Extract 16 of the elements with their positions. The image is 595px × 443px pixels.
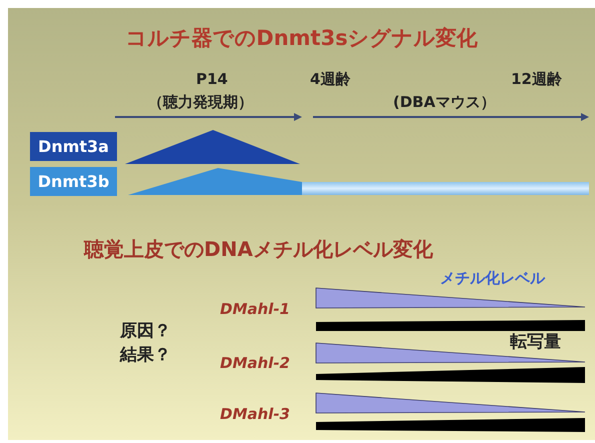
timeline-label: （聴力発現期） <box>148 94 253 112</box>
gene-label-box: Dnmt3a <box>30 132 117 161</box>
gene-name: DMahl-3 <box>220 406 290 424</box>
note-text: 結果？ <box>120 346 171 366</box>
timeline-label: (DBAマウス） <box>393 94 496 112</box>
gene-name: DMahl-2 <box>220 355 290 372</box>
timeline-label: P14 <box>196 71 228 88</box>
gene-label-box: Dnmt3b <box>30 167 117 196</box>
legend-text: メチル化レベル <box>440 270 545 288</box>
note-text: 転写量 <box>510 333 561 353</box>
gene-name: DMahl-1 <box>220 301 290 318</box>
timeline-label: 4週齢 <box>310 71 350 88</box>
section-heading: 聴覚上皮でのDNAメチル化レベル変化 <box>84 238 433 261</box>
slide-title: コルチ器でのDnmt3sシグナル変化 <box>124 25 479 52</box>
timeline-label: 12週齢 <box>511 71 562 88</box>
note-text: 原因？ <box>120 322 171 342</box>
